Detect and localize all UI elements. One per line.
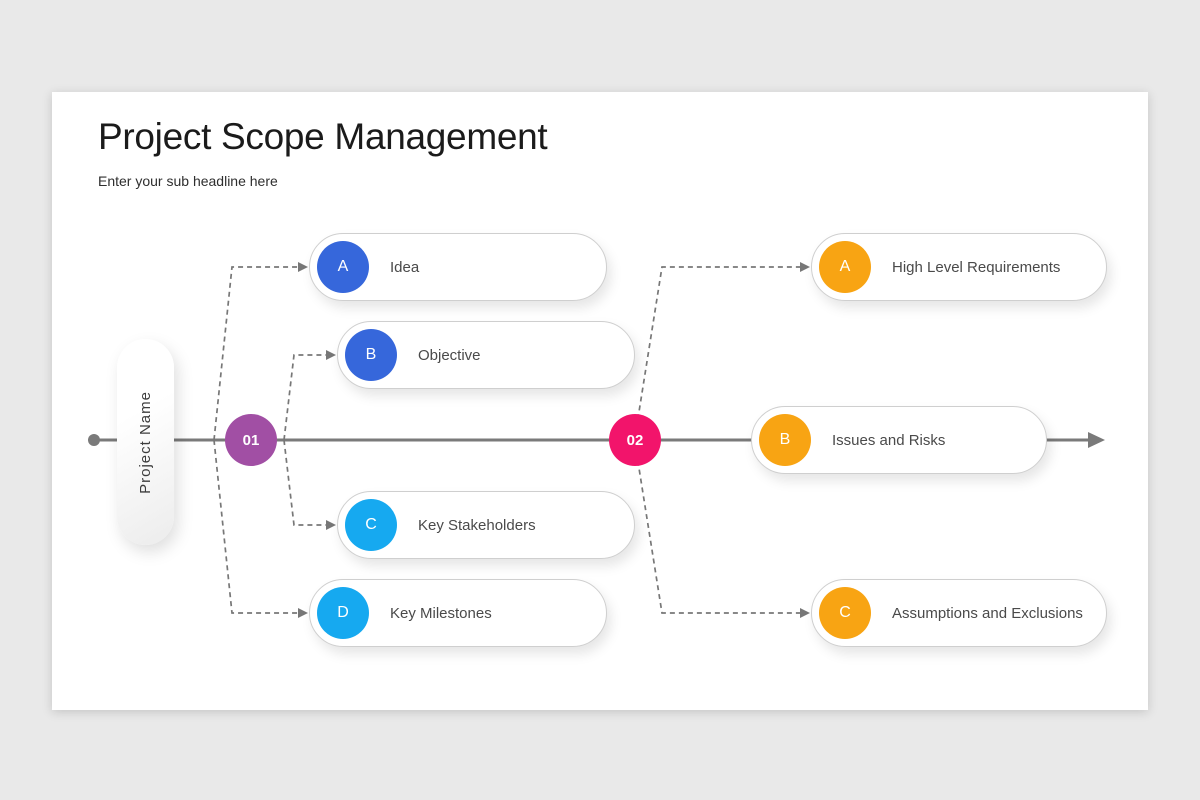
milestone-number: 02 bbox=[626, 431, 644, 449]
arrowhead-assumptions-exclusions-icon bbox=[800, 608, 810, 618]
connector-01-to-key-milestones bbox=[213, 439, 300, 614]
branch-label: Objective bbox=[418, 346, 481, 364]
branch-label: Key Stakeholders bbox=[418, 516, 536, 534]
connector-01-to-key-stakeholders bbox=[283, 439, 328, 526]
branch-label: Issues and Risks bbox=[832, 431, 946, 449]
branch-pill-key-stakeholders: C Key Stakeholders bbox=[337, 491, 635, 559]
arrowhead-high-level-requirements-icon bbox=[800, 262, 810, 272]
branch-pill-assumptions-and-exclusions: C Assumptions and Exclusions bbox=[811, 579, 1107, 647]
project-name-pill: Project Name bbox=[117, 339, 174, 545]
milestone-node-02: 02 bbox=[609, 414, 661, 466]
timeline-start-dot bbox=[88, 434, 100, 446]
connector-02-to-assumptions-exclusions bbox=[634, 442, 802, 614]
branch-label: Idea bbox=[390, 258, 420, 276]
branch-pill-idea: A Idea bbox=[309, 233, 607, 301]
branch-letter-badge: C bbox=[345, 499, 397, 551]
branch-label: Assumptions and Exclusions bbox=[892, 604, 1083, 622]
branch-letter-badge: A bbox=[819, 241, 871, 293]
branch-pill-objective: B Objective bbox=[337, 321, 635, 389]
slide-card: Project Scope Management Enter your sub … bbox=[52, 92, 1148, 710]
milestone-number: 01 bbox=[242, 431, 260, 449]
arrowhead-objective-icon bbox=[326, 350, 336, 360]
timeline-end-arrow-icon bbox=[1088, 432, 1105, 448]
milestone-node-01: 01 bbox=[225, 414, 277, 466]
branch-pill-issues-and-risks: B Issues and Risks bbox=[751, 406, 1047, 474]
branch-label: High Level Requirements bbox=[892, 258, 1061, 276]
branch-letter-badge: C bbox=[819, 587, 871, 639]
branch-letter-badge: D bbox=[317, 587, 369, 639]
branch-pill-key-milestones: D Key Milestones bbox=[309, 579, 607, 647]
page-subtitle: Enter your sub headline here bbox=[98, 173, 278, 189]
arrowhead-key-milestones-icon bbox=[298, 608, 308, 618]
connector-01-to-idea bbox=[213, 266, 300, 441]
project-name-label: Project Name bbox=[137, 390, 154, 494]
branch-letter-badge: B bbox=[345, 329, 397, 381]
branch-letter-badge: A bbox=[317, 241, 369, 293]
connector-01-to-objective bbox=[283, 354, 328, 441]
branch-label: Key Milestones bbox=[390, 604, 492, 622]
page-title: Project Scope Management bbox=[98, 116, 548, 157]
connector-02-to-high-level-requirements bbox=[634, 266, 802, 438]
arrowhead-idea-icon bbox=[298, 262, 308, 272]
branch-pill-high-level-requirements: A High Level Requirements bbox=[811, 233, 1107, 301]
arrowhead-key-stakeholders-icon bbox=[326, 520, 336, 530]
branch-letter-badge: B bbox=[759, 414, 811, 466]
